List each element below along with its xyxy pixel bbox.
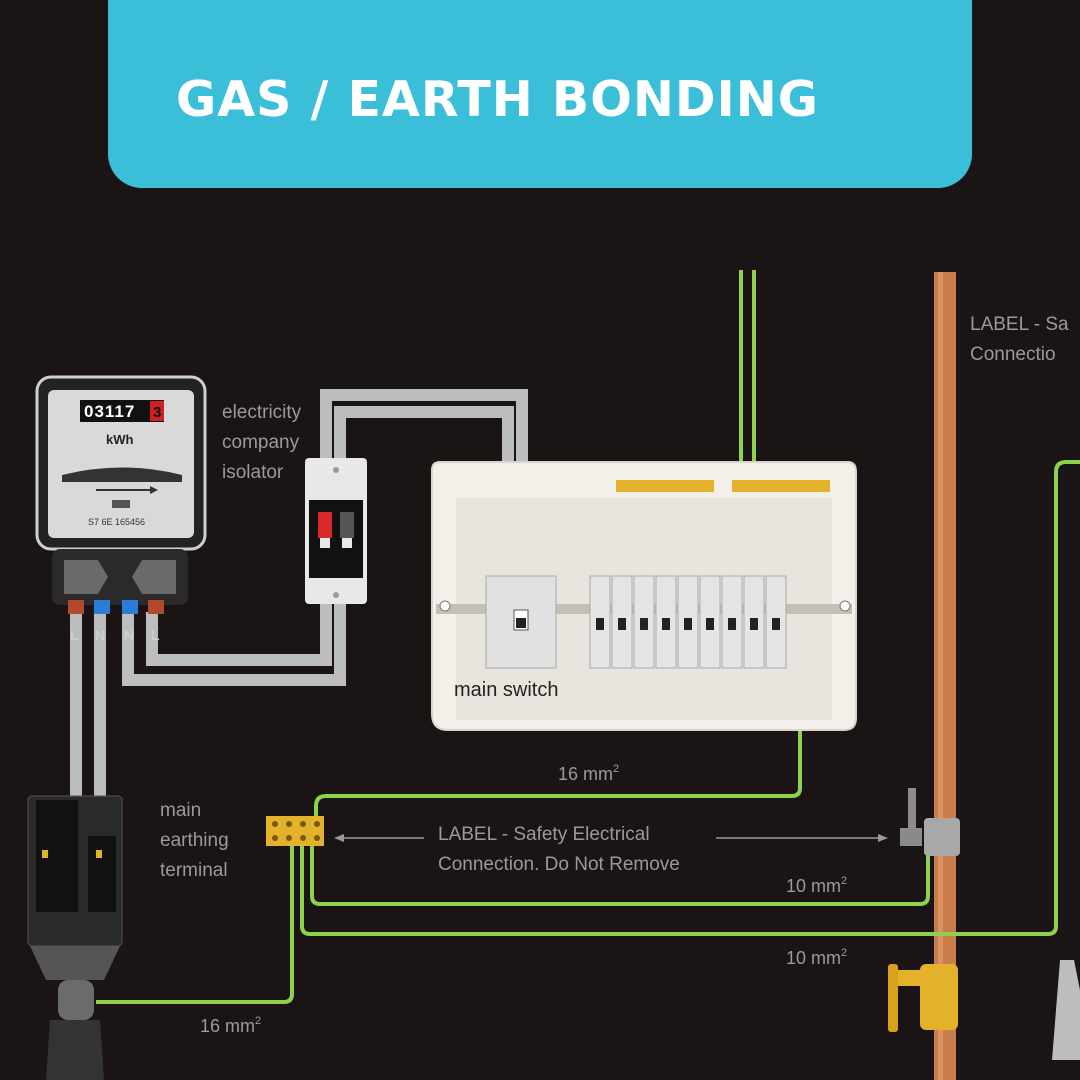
svg-text:company: company: [222, 432, 300, 453]
svg-text:isolator: isolator: [222, 462, 284, 483]
gas-valve: [888, 964, 958, 1032]
meter-reading: 03117: [84, 402, 135, 421]
meter-display: [80, 400, 164, 422]
meter-serial: S7 6E 165456: [88, 517, 145, 527]
consumer-unit: main switch: [431, 461, 857, 731]
meter-unit: kWh: [106, 432, 134, 447]
cable-size-labels: 16 mm2 10 mm2 10 mm2 16 mm2: [200, 763, 847, 1036]
meter-reading-last: 3: [153, 404, 161, 421]
main-switch-label: main switch: [454, 679, 558, 701]
cable-size-10-lower: 10 mm2: [786, 947, 847, 968]
svg-text:electricity: electricity: [222, 402, 302, 423]
terminal-label: N: [95, 627, 105, 643]
terminal-label: L: [70, 627, 79, 643]
top-right-label: LABEL - Sa Connectio: [970, 314, 1069, 365]
cable-size-10-upper: 10 mm2: [786, 875, 847, 896]
isolator-label: electricity company isolator: [222, 402, 302, 483]
safety-label-arrow: [334, 834, 888, 842]
safety-label: LABEL - Safety Electrical Connection. Do…: [438, 824, 680, 875]
cable-size-16-upper: 16 mm2: [558, 763, 619, 784]
svg-text:LABEL - Safety Electrical: LABEL - Safety Electrical: [438, 824, 650, 845]
svg-text:LABEL - Sa: LABEL - Sa: [970, 314, 1069, 335]
title-banner: GAS / EARTH BONDING: [108, 0, 972, 188]
copper-gas-pipe: [934, 272, 956, 1080]
earth-clamp: [900, 788, 960, 856]
met-label: main earthing terminal: [160, 800, 229, 881]
cable-size-16-lower: 16 mm2: [200, 1015, 261, 1036]
svg-text:earthing: earthing: [160, 830, 229, 851]
appliance-edge: [1052, 960, 1080, 1060]
svg-text:terminal: terminal: [160, 860, 228, 881]
meter-terminal-labels: L N N L: [70, 627, 160, 643]
electricity-meter: 03117 3 kWh S7 6E 165456: [35, 375, 207, 614]
earth-wires: [96, 270, 1080, 1004]
svg-text:Connectio: Connectio: [970, 344, 1056, 365]
service-cutout: [27, 795, 123, 1080]
terminal-label: L: [151, 627, 160, 643]
svg-text:Connection. Do Not Remove: Connection. Do Not Remove: [438, 854, 680, 875]
banner-title: GAS / EARTH BONDING: [176, 71, 820, 128]
terminal-label: N: [124, 627, 134, 643]
isolator: [305, 458, 367, 604]
svg-text:main: main: [160, 800, 201, 821]
main-earthing-terminal: [266, 816, 324, 846]
